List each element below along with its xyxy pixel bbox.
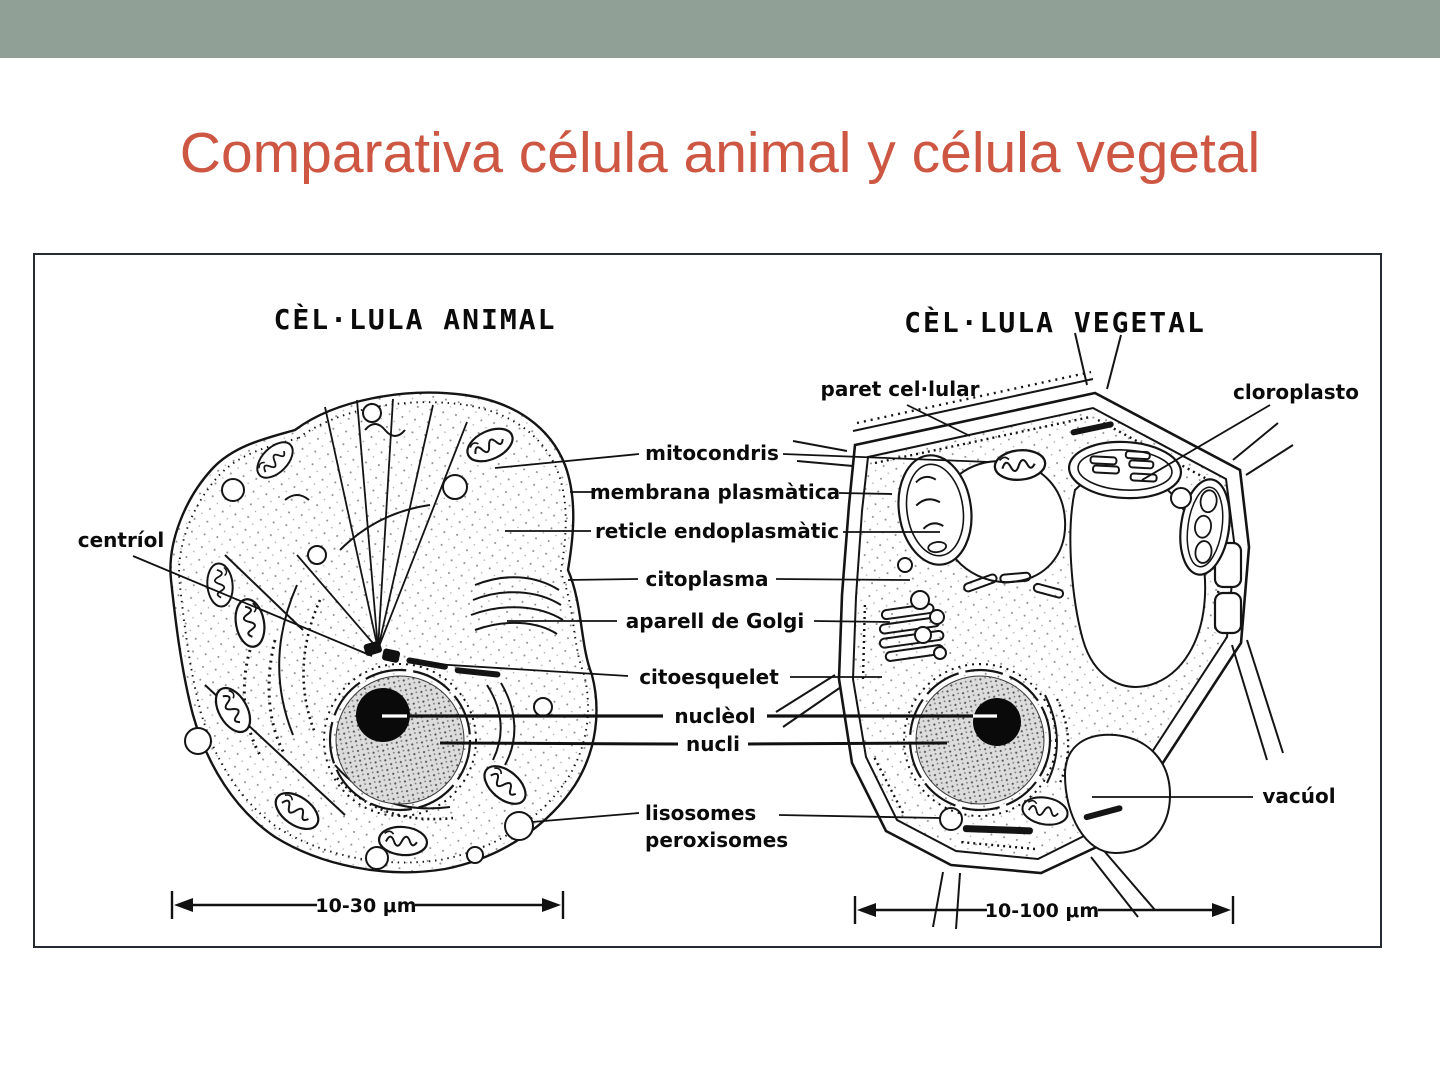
cell-wall-outer bbox=[837, 391, 1251, 875]
spindle-fibers bbox=[296, 398, 468, 650]
animal-scale-label: 10-30 μm bbox=[315, 895, 416, 917]
leader-lisosomes-left bbox=[531, 812, 640, 823]
chloroplasts bbox=[897, 440, 1231, 576]
leader-cloroplast bbox=[1141, 404, 1271, 481]
label-citoesquelet: citoesquelet bbox=[639, 665, 779, 689]
animal-cell-drawing bbox=[169, 391, 598, 874]
cell-diagram-svg: CÈL·LULA ANIMAL CÈL·LULA VEGETAL centrío… bbox=[78, 302, 1359, 930]
leader-centriol bbox=[132, 555, 373, 657]
label-paret-cellular: paret cel·lular bbox=[821, 377, 980, 401]
vegetal-cell-heading: CÈL·LULA VEGETAL bbox=[904, 305, 1206, 339]
leader-mitocondris-right bbox=[782, 453, 991, 463]
animal-membrane-inner-dots bbox=[178, 401, 589, 864]
label-citoplasma: citoplasma bbox=[646, 567, 769, 591]
animal-vesicles bbox=[184, 403, 553, 870]
leader-mitocondris-left bbox=[494, 453, 640, 469]
leader-citoplasma-right bbox=[775, 578, 911, 581]
cell-comparison-figure: CÈL·LULA ANIMAL CÈL·LULA VEGETAL centrío… bbox=[33, 253, 1382, 948]
label-nucli: nucli bbox=[686, 732, 740, 756]
veg-lysosome bbox=[939, 807, 963, 831]
vegetal-cell-drawing bbox=[775, 332, 1294, 930]
golgi-apparatus bbox=[470, 576, 564, 635]
animal-cell-heading: CÈL·LULA ANIMAL bbox=[274, 302, 557, 336]
leader-nucli-left bbox=[439, 741, 679, 746]
neighbour-wall-top-dots bbox=[856, 370, 1092, 425]
leader-lisosomes-right bbox=[778, 814, 941, 819]
vegetal-nucleus bbox=[903, 663, 1057, 817]
vegetal-nucleolus bbox=[973, 698, 1021, 746]
vegetal-scale-label: 10-100 μm bbox=[985, 900, 1099, 922]
label-mitocondris: mitocondris bbox=[645, 441, 779, 465]
label-peroxisomes: peroxisomes bbox=[645, 828, 788, 852]
label-nucleol: nuclèol bbox=[674, 704, 755, 728]
leader-membrana-right bbox=[838, 492, 893, 495]
label-cloroplasto: cloroplasto bbox=[1233, 380, 1359, 404]
label-reticle: reticle endoplasmàtic bbox=[595, 519, 839, 543]
veg-vesicles bbox=[897, 487, 1192, 831]
leader-nucli-right bbox=[747, 741, 948, 746]
label-lisosomes: lisosomes bbox=[645, 801, 756, 825]
leader-golgi-right bbox=[813, 620, 891, 623]
scale-bar-vegetal bbox=[853, 896, 1235, 924]
vacuoles bbox=[938, 459, 1207, 855]
centrioles bbox=[363, 641, 401, 663]
leader-lines bbox=[132, 404, 1271, 823]
label-centriol: centríol bbox=[78, 528, 165, 552]
vacuole-labeled bbox=[1063, 733, 1172, 855]
veg-dark-bars bbox=[962, 421, 1123, 835]
label-aparell-golgi: aparell de Golgi bbox=[626, 609, 804, 633]
label-membrana: membrana plasmàtica bbox=[590, 480, 840, 504]
slide-title: Comparativa célula animal y célula veget… bbox=[179, 121, 1261, 185]
neighbour-walls bbox=[775, 332, 1294, 930]
animal-nucleus bbox=[323, 663, 477, 817]
header-bar bbox=[0, 0, 1440, 58]
leader-citoesquelet-left bbox=[416, 662, 629, 677]
leader-paret bbox=[906, 404, 971, 437]
label-vacuol: vacúol bbox=[1262, 784, 1335, 808]
leader-citoplasma-left bbox=[567, 578, 639, 581]
scale-bar-animal bbox=[170, 891, 565, 919]
neighbour-wall-top bbox=[852, 378, 1094, 432]
